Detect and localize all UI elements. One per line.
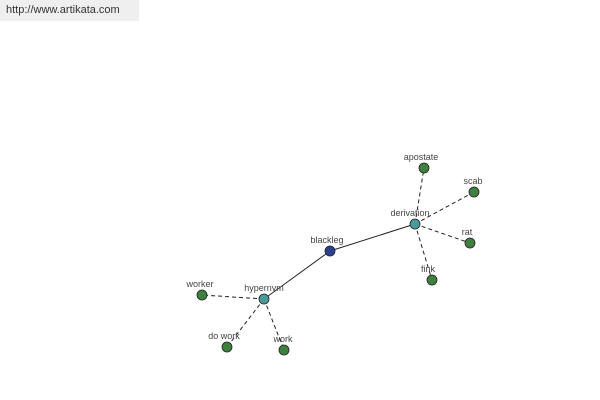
- node-scab-label: scab: [463, 176, 482, 186]
- nodes-layer: blackleg derivation hypernym apostate scab ra…: [185, 152, 483, 356]
- node-do-work-circle[interactable]: [221, 341, 233, 353]
- node-derivation[interactable]: derivation: [390, 208, 430, 230]
- node-blackleg-circle[interactable]: [324, 245, 336, 257]
- edge-blackleg-derivation: [329, 223, 416, 252]
- site-url-link[interactable]: http://www.artikata.com: [0, 0, 139, 21]
- edge-derivation-rat: [414, 223, 471, 244]
- node-fink-label: fink: [421, 264, 436, 274]
- node-work-circle[interactable]: [278, 344, 290, 356]
- node-do-work-label: do work: [208, 331, 240, 341]
- node-worker[interactable]: worker: [185, 279, 214, 301]
- node-worker-circle[interactable]: [196, 289, 208, 301]
- node-derivation-circle[interactable]: [409, 218, 421, 230]
- node-rat-circle[interactable]: [464, 237, 476, 249]
- node-worker-label: worker: [185, 279, 213, 289]
- node-scab-circle[interactable]: [468, 186, 480, 198]
- edges-layer: [201, 167, 475, 351]
- node-apostate-label: apostate: [404, 152, 439, 162]
- node-apostate[interactable]: apostate: [404, 152, 439, 174]
- edge-hypernym-do-work: [226, 298, 265, 348]
- node-blackleg[interactable]: blackleg: [310, 235, 344, 257]
- edge-derivation-fink: [414, 223, 433, 281]
- node-do-work[interactable]: do work: [208, 331, 240, 353]
- edge-hypernym-worker: [201, 294, 265, 300]
- edge-hypernym-work: [263, 298, 285, 351]
- node-rat[interactable]: rat: [462, 227, 476, 249]
- node-rat-label: rat: [462, 227, 473, 237]
- node-fink-circle[interactable]: [426, 274, 438, 286]
- node-fink[interactable]: fink: [421, 264, 438, 286]
- node-hypernym-label: hypernym: [244, 283, 284, 293]
- node-apostate-circle[interactable]: [418, 162, 430, 174]
- edge-derivation-apostate: [414, 167, 425, 225]
- node-work[interactable]: work: [272, 334, 293, 356]
- node-hypernym-circle[interactable]: [258, 293, 270, 305]
- node-hypernym[interactable]: hypernym: [244, 283, 284, 305]
- node-scab[interactable]: scab: [463, 176, 483, 198]
- edge-blackleg-hypernym: [263, 250, 331, 300]
- node-blackleg-label: blackleg: [310, 235, 343, 245]
- node-work-label: work: [272, 334, 293, 344]
- node-derivation-label: derivation: [390, 208, 429, 218]
